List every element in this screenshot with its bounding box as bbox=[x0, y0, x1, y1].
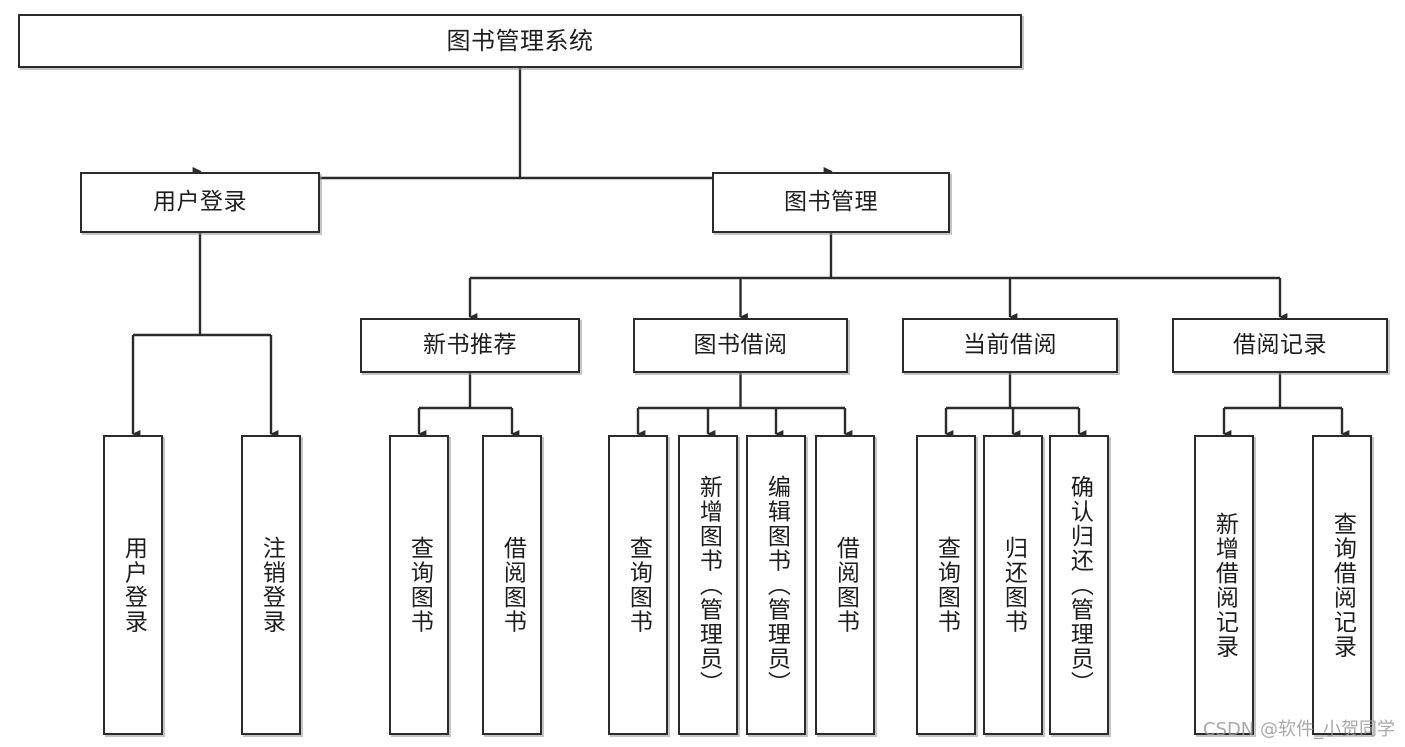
node-c1[interactable]: 查询图书 bbox=[916, 435, 976, 735]
node-label: 新增借阅记录 bbox=[1211, 511, 1238, 659]
node-l2[interactable]: 注销登录 bbox=[241, 435, 301, 735]
node-label: 查询图书 bbox=[406, 536, 433, 634]
node-root[interactable]: 图书管理系统 bbox=[18, 14, 1022, 68]
node-label: 归还图书 bbox=[1000, 536, 1027, 634]
node-b4[interactable]: 借阅图书 bbox=[815, 435, 875, 735]
node-label: 用户登录 bbox=[153, 188, 247, 215]
node-label: 图书管理系统 bbox=[446, 26, 594, 55]
node-label: 编辑图书（管理员） bbox=[763, 474, 790, 696]
node-b2[interactable]: 新增图书（管理员） bbox=[678, 435, 738, 735]
node-r1[interactable]: 新增借阅记录 bbox=[1194, 435, 1254, 735]
node-label: 用户登录 bbox=[120, 536, 147, 634]
node-label: 借阅记录 bbox=[1233, 331, 1327, 358]
node-label: 注销登录 bbox=[258, 536, 285, 634]
node-b1[interactable]: 查询图书 bbox=[608, 435, 668, 735]
node-label: 查询借阅记录 bbox=[1329, 511, 1356, 659]
node-current[interactable]: 当前借阅 bbox=[902, 318, 1118, 373]
node-bookmgmt[interactable]: 图书管理 bbox=[712, 172, 950, 233]
node-r2[interactable]: 查询借阅记录 bbox=[1312, 435, 1372, 735]
node-borrow[interactable]: 图书借阅 bbox=[633, 318, 848, 373]
node-label: 查询图书 bbox=[933, 536, 960, 634]
node-label: 新增图书（管理员） bbox=[695, 474, 722, 696]
node-newrec[interactable]: 新书推荐 bbox=[360, 318, 580, 373]
node-c2[interactable]: 归还图书 bbox=[983, 435, 1043, 735]
node-label: 确认归还（管理员） bbox=[1066, 474, 1093, 696]
node-label: 借阅图书 bbox=[499, 536, 526, 634]
node-label: 新书推荐 bbox=[423, 331, 517, 358]
node-label: 借阅图书 bbox=[832, 536, 859, 634]
node-b3[interactable]: 编辑图书（管理员） bbox=[746, 435, 806, 735]
node-label: 图书借阅 bbox=[693, 331, 788, 358]
node-label: 图书管理 bbox=[784, 188, 878, 215]
node-l1[interactable]: 用户登录 bbox=[103, 435, 163, 735]
csdn-watermark: CSDN @软件_小贺同学 bbox=[1202, 719, 1395, 740]
node-label: 当前借阅 bbox=[963, 331, 1057, 358]
node-login[interactable]: 用户登录 bbox=[80, 172, 320, 233]
node-n2[interactable]: 借阅图书 bbox=[482, 435, 542, 735]
node-c3[interactable]: 确认归还（管理员） bbox=[1049, 435, 1109, 735]
node-label: 查询图书 bbox=[625, 536, 652, 634]
node-n1[interactable]: 查询图书 bbox=[389, 435, 449, 735]
node-records[interactable]: 借阅记录 bbox=[1172, 318, 1388, 373]
